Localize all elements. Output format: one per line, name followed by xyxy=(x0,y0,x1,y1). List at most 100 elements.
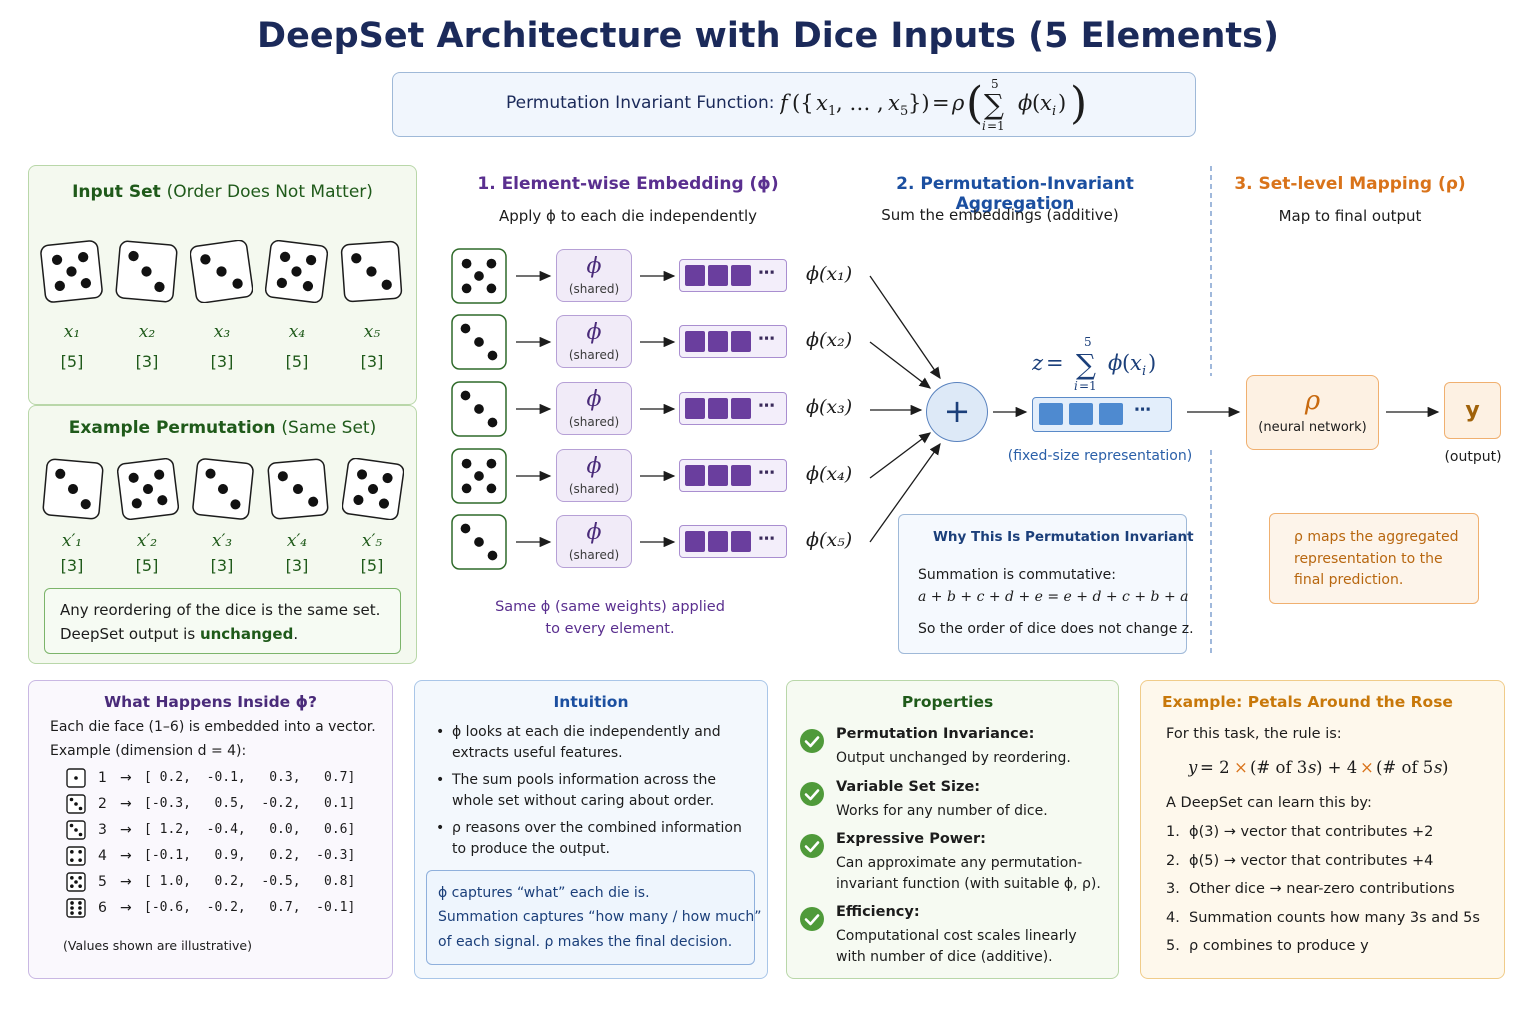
embedding-cell xyxy=(708,465,728,486)
embedding-input-die xyxy=(449,312,509,376)
face-vector: [ 1.0, 0.2, -0.5, 0.8] xyxy=(144,874,356,889)
input-die-value: [5] xyxy=(285,352,309,371)
check-icon xyxy=(800,834,824,858)
die-pip xyxy=(70,858,74,862)
face-die-icon xyxy=(64,818,88,846)
die-icon xyxy=(340,240,403,303)
arrow-icon: → xyxy=(120,770,132,786)
formula-label: Permutation Invariant Function: xyxy=(506,93,775,113)
svg-text:) + 4: ) + 4 xyxy=(1316,758,1357,777)
embedding-cell xyxy=(685,531,705,552)
output-y-box: y xyxy=(1444,382,1501,439)
permutation-die-value: [3] xyxy=(285,556,309,575)
embedding-cell xyxy=(731,531,751,552)
permutation-die-value: [3] xyxy=(60,556,84,575)
die-pip xyxy=(74,776,78,780)
die-pip xyxy=(486,458,497,469)
arrow-icon: → xyxy=(120,900,132,916)
petal-step-number: 5. xyxy=(1166,938,1180,954)
embedding-arrows xyxy=(516,270,676,548)
face-die-icon xyxy=(64,896,88,924)
why-equation: a + b + c + d + e = e + d + c + b + a xyxy=(918,589,1189,605)
intuition-title: Intuition xyxy=(553,693,629,711)
petal-step-text: Summation counts how many 3s and 5s xyxy=(1189,909,1480,926)
phi-box: ϕ (shared) xyxy=(556,382,632,435)
permutation-title: Example Permutation (Same Set) xyxy=(68,418,377,438)
die-icon xyxy=(451,248,507,304)
illustrative-note: (Values shown are illustrative) xyxy=(63,938,252,953)
output-label: (output) xyxy=(1444,449,1502,465)
svg-text:i: i xyxy=(1142,364,1146,379)
die-pip xyxy=(70,911,74,915)
die-pip xyxy=(487,417,498,428)
inside-phi-title: What Happens Inside ϕ? xyxy=(104,693,317,711)
arrow-icon: → xyxy=(120,848,132,864)
embedding-cell xyxy=(685,265,705,286)
phi-symbol: ϕ xyxy=(586,387,602,412)
embedding-dots: ⋯ xyxy=(758,463,775,483)
inside-phi-line2: Example (dimension d = 4): xyxy=(50,743,247,759)
rho-network-box: ρ (neural network) xyxy=(1246,375,1379,450)
permutation-die xyxy=(192,458,254,524)
phi-symbol: ϕ xyxy=(586,454,602,479)
petal-step-text: ϕ(5) → vector that contributes +4 xyxy=(1189,852,1434,869)
die-pip xyxy=(78,832,83,837)
phi-output-label: ϕ(x₃) xyxy=(806,396,853,418)
svg-text:): ) xyxy=(1070,78,1087,129)
svg-text:i: i xyxy=(982,119,986,133)
rho-note-box xyxy=(1269,513,1479,604)
die-pip xyxy=(131,498,142,509)
same-phi-line2: to every element. xyxy=(545,621,675,637)
die-pip xyxy=(461,458,472,469)
input-die-value: [3] xyxy=(360,352,384,371)
arrow-phi2-to-sum xyxy=(869,341,932,389)
svg-text:1: 1 xyxy=(828,104,836,119)
embedding-cell xyxy=(731,331,751,352)
die-pip xyxy=(474,404,484,414)
z-representation xyxy=(1032,397,1172,432)
svg-text:): ) xyxy=(1442,758,1448,777)
svg-text:x: x xyxy=(1130,351,1142,375)
property-name: Expressive Power: xyxy=(836,831,986,847)
input-die-label: x₂ xyxy=(138,322,156,342)
die-icon xyxy=(267,458,329,520)
die-pip xyxy=(128,250,139,262)
face-vector: [-0.1, 0.9, 0.2, -0.3] xyxy=(144,848,356,863)
phi-shared-label: (shared) xyxy=(568,415,620,429)
why-line1: Summation is commutative: xyxy=(918,567,1116,583)
property-text: invariant function (with suitable ϕ, ρ). xyxy=(836,876,1101,892)
die-pip xyxy=(74,880,78,884)
die-pip xyxy=(232,278,243,289)
formula-box xyxy=(392,72,1196,137)
embedding-input-die xyxy=(449,379,509,443)
z-cell xyxy=(1069,403,1093,425)
die-pip xyxy=(351,253,362,264)
arrow-icon: → xyxy=(120,796,132,812)
die-pip xyxy=(78,906,82,910)
embedding-input-die xyxy=(449,446,509,510)
svg-text:x: x xyxy=(1040,91,1052,115)
face-die-icon xyxy=(64,870,88,898)
arrow-phi4-to-sum xyxy=(869,432,932,479)
z-formula-svg: z = 5 ∑ i =1 ϕ ( x i ) xyxy=(1031,335,1156,393)
svg-text:(: ( xyxy=(966,78,983,129)
face-number: 6 xyxy=(98,900,107,916)
die-pip xyxy=(78,858,82,862)
die-pip xyxy=(205,468,216,479)
svg-text:(: ( xyxy=(1122,351,1130,375)
embedding-dots: ⋯ xyxy=(758,529,775,549)
die-icon xyxy=(451,381,507,437)
sum-node: + xyxy=(926,382,988,442)
embedding-dots: ⋯ xyxy=(758,396,775,416)
die-pip xyxy=(78,251,89,263)
die-pip xyxy=(74,828,78,832)
embedding-vector: ⋯ xyxy=(679,392,787,425)
phi-output-label: ϕ(x₁) xyxy=(806,263,853,285)
embedding-cell xyxy=(708,265,728,286)
arrow-phi5-to-sum xyxy=(869,442,941,543)
embedding-cell xyxy=(685,331,705,352)
z-cell xyxy=(1039,403,1063,425)
die-pip xyxy=(66,266,77,277)
phi-output-label: ϕ(x₅) xyxy=(806,529,853,551)
why-invariant-box xyxy=(898,514,1187,654)
